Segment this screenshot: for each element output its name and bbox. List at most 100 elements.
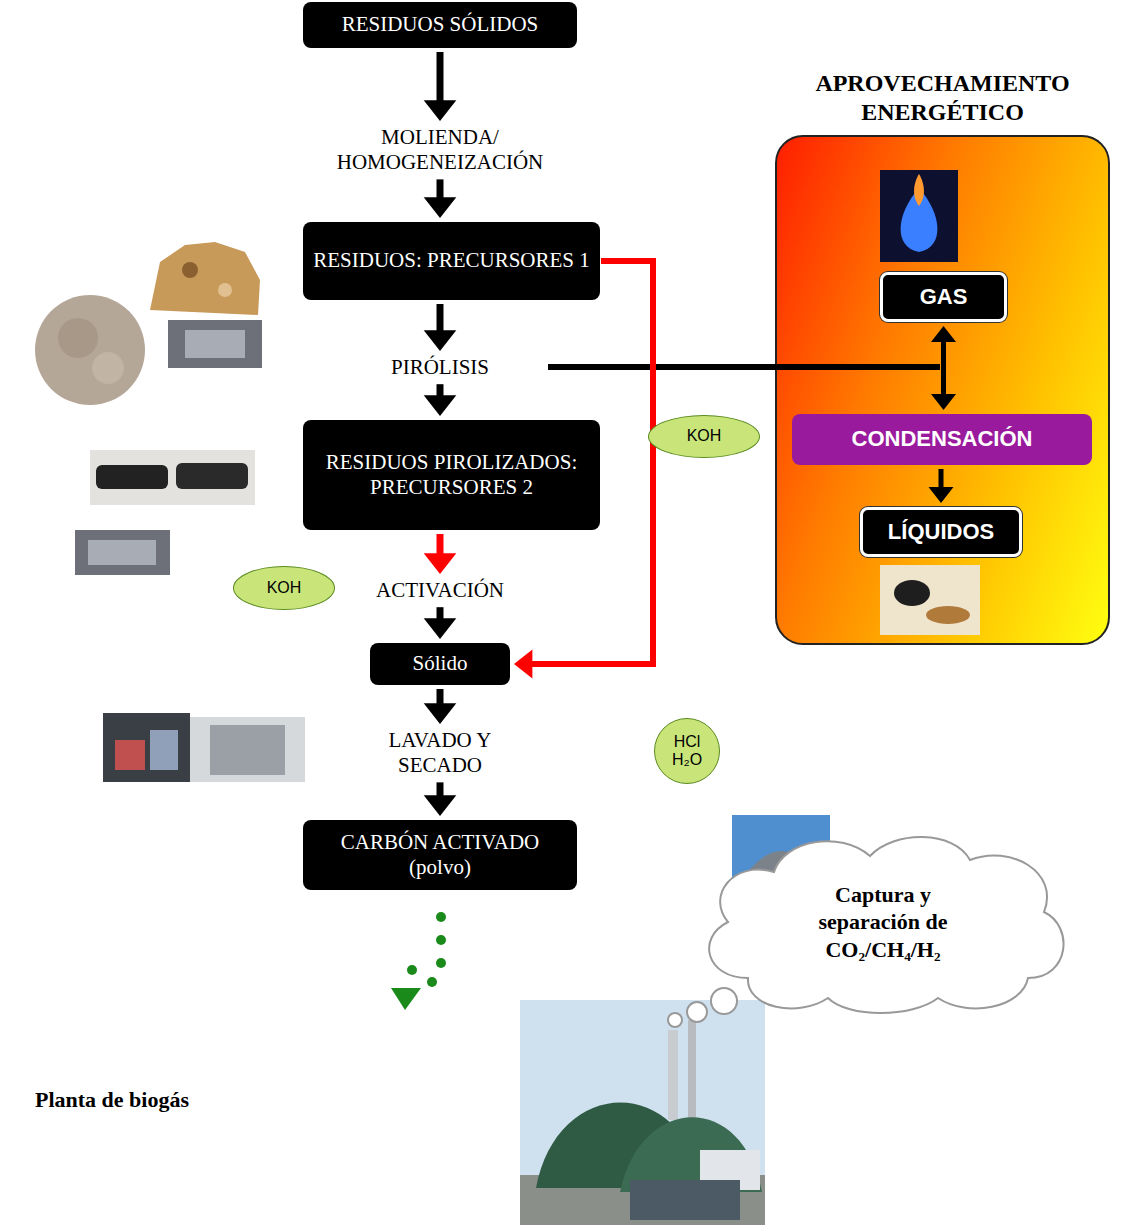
flow-arrow [424, 534, 457, 639]
arrow-head [424, 703, 457, 724]
process-box: RESIDUOS PIROLIZADOS: PRECURSORES 2 [303, 420, 600, 530]
dotted-arrow-dot [427, 977, 437, 987]
product-box: GAS [880, 272, 1007, 322]
arrow-line [437, 179, 444, 199]
plant-label: Planta de biogás [35, 1087, 189, 1113]
powder-pile [735, 851, 828, 890]
dotted-arrow-dot [436, 958, 446, 968]
arrow-head [424, 795, 457, 816]
flow-arrow [424, 52, 457, 218]
oven-door [210, 725, 285, 775]
thought-cloud: Captura y separación de CO₂/CH₄/H₂ [688, 826, 1078, 1018]
flow-arrow [931, 326, 956, 410]
node-label: CARBÓN ACTIVADO (polvo) [313, 830, 567, 880]
arrow-line [437, 782, 444, 797]
arrow-line [941, 340, 946, 396]
flame-tip [914, 174, 924, 206]
node-label: GAS [893, 284, 994, 310]
dotted-arrow-head [391, 988, 421, 1010]
reagent-oval: HCl H₂O [654, 718, 720, 784]
node-label: KOH [242, 579, 326, 597]
node-label: RESIDUOS SÓLIDOS [313, 12, 567, 37]
process-box: CARBÓN ACTIVADO (polvo) [303, 820, 577, 890]
flow-arrow [424, 304, 457, 416]
liquid-sample [926, 606, 970, 624]
photo-sky [520, 1000, 765, 1225]
arrow-line [437, 534, 444, 555]
flow-arrow [514, 261, 653, 678]
process-box: Sólido [370, 643, 510, 685]
arrow-head [514, 650, 532, 679]
flow-arrow [929, 469, 954, 503]
node-label: RESIDUOS: PRECURSORES 1 [313, 248, 590, 273]
lab-detail [115, 740, 145, 770]
step-label: LAVADO Y SECADO [360, 728, 520, 778]
char-photo [90, 450, 255, 505]
oven-photo [190, 717, 305, 782]
node-label: Sólido [380, 651, 500, 676]
process-box: CONDENSACIÓN [792, 414, 1092, 465]
process-box: RESIDUOS SÓLIDOS [303, 2, 577, 48]
liquid-sample [894, 580, 930, 606]
thought-bubble [687, 1002, 707, 1022]
node-label: CONDENSACIÓN [802, 426, 1082, 452]
furnace-photo [75, 530, 170, 575]
ground-sample-texture [92, 352, 124, 384]
furnace-tube [88, 540, 156, 565]
photo-building [700, 1150, 760, 1190]
flame-photo [880, 170, 958, 262]
arrow-line [530, 261, 653, 664]
product-box: LÍQUIDOS [860, 507, 1022, 557]
waste-pile-photo [150, 242, 260, 315]
node-label: LÍQUIDOS [873, 519, 1009, 545]
arrow-line [939, 469, 944, 489]
thought-bubble [668, 1013, 682, 1027]
lab-detail [150, 730, 178, 770]
waste-pile-texture [182, 262, 198, 278]
biogas-link [391, 912, 446, 1010]
energy-panel: APROVECHAMIENTO ENERGÉTICOGASCONDENSACIÓ… [775, 135, 1110, 645]
pyrolysis-gas-line [548, 364, 940, 370]
process-box: RESIDUOS: PRECURSORES 1 [303, 222, 600, 300]
dotted-arrow-dot [436, 935, 446, 945]
node-label: RESIDUOS PIROLIZADOS: PRECURSORES 2 [313, 450, 590, 500]
flow-arrow [424, 689, 457, 816]
arrow-head [424, 330, 457, 351]
waste-pile-texture [218, 283, 232, 297]
arrow-head [931, 326, 956, 342]
flame-blue [901, 188, 938, 252]
arrow-line [437, 607, 444, 620]
furnace-photo [168, 320, 262, 368]
arrow-line [437, 689, 444, 705]
node-label: KOH [657, 427, 751, 445]
sample-photos [35, 242, 830, 890]
panel-pictures [548, 170, 980, 635]
arrow-head [424, 395, 457, 416]
biogas-plant-photo [520, 1000, 765, 1225]
lab-photo [103, 713, 190, 782]
arrow-head [424, 618, 457, 639]
photo-chimney [688, 1020, 696, 1120]
ground-sample-photo [35, 295, 145, 405]
thought-bubbles [668, 988, 737, 1027]
arrow-head [424, 553, 457, 574]
arrow-head [929, 487, 954, 503]
photo-ground [520, 1175, 765, 1225]
panel-heading: APROVECHAMIENTO ENERGÉTICO [757, 69, 1122, 127]
char-sample [96, 465, 168, 489]
dotted-arrow-dot [407, 965, 417, 975]
ground-sample-texture [58, 318, 98, 358]
step-label: MOLIENDA/ HOMOGENEIZACIÓN [290, 125, 590, 175]
powder-photo [732, 815, 830, 890]
reagent-oval: KOH [648, 415, 760, 458]
photo-dome [620, 1117, 762, 1192]
arrow-head [424, 100, 457, 121]
thought-bubble [711, 988, 737, 1014]
photo-container [630, 1180, 740, 1220]
step-label: PIRÓLISIS [340, 355, 540, 380]
photo-dome [536, 1102, 704, 1188]
node-label: Captura y separación de CO₂/CH₄/H₂ [793, 881, 973, 964]
reagent-oval: KOH [233, 566, 335, 610]
